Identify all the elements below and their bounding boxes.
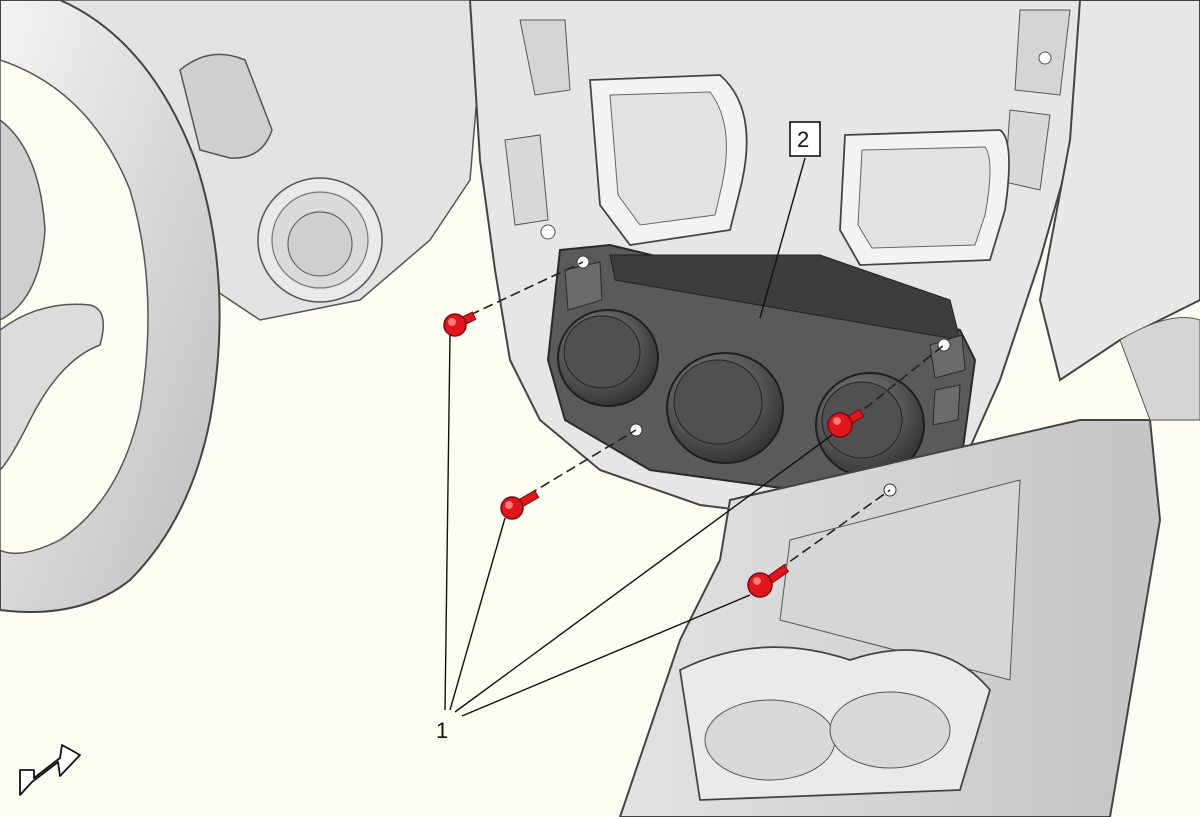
mode-knob xyxy=(815,372,925,478)
callout-2: 2 xyxy=(789,121,821,157)
steering-wheel xyxy=(0,0,221,613)
center-air-vents xyxy=(589,74,1010,266)
leader-lines xyxy=(444,157,833,717)
alignment-lines xyxy=(469,261,945,571)
fan-speed-knob xyxy=(666,352,784,464)
callout-2-label: 2 xyxy=(797,127,809,152)
hvac-control-module xyxy=(546,243,977,507)
callout-1: 1 xyxy=(436,718,448,743)
screw-upper-left xyxy=(443,311,477,337)
lower-console xyxy=(618,419,1162,817)
screw-fasteners xyxy=(443,311,865,598)
screw-lower-right xyxy=(747,564,790,598)
callout-1-label: 1 xyxy=(436,718,448,743)
temperature-knob xyxy=(557,309,659,407)
cup-holders xyxy=(679,646,992,801)
dashboard-right xyxy=(1038,0,1200,421)
screw-upper-right xyxy=(827,408,865,438)
screw-lower-left xyxy=(500,489,540,520)
left-air-vent xyxy=(257,177,383,303)
front-view-arrow-icon xyxy=(19,744,81,796)
